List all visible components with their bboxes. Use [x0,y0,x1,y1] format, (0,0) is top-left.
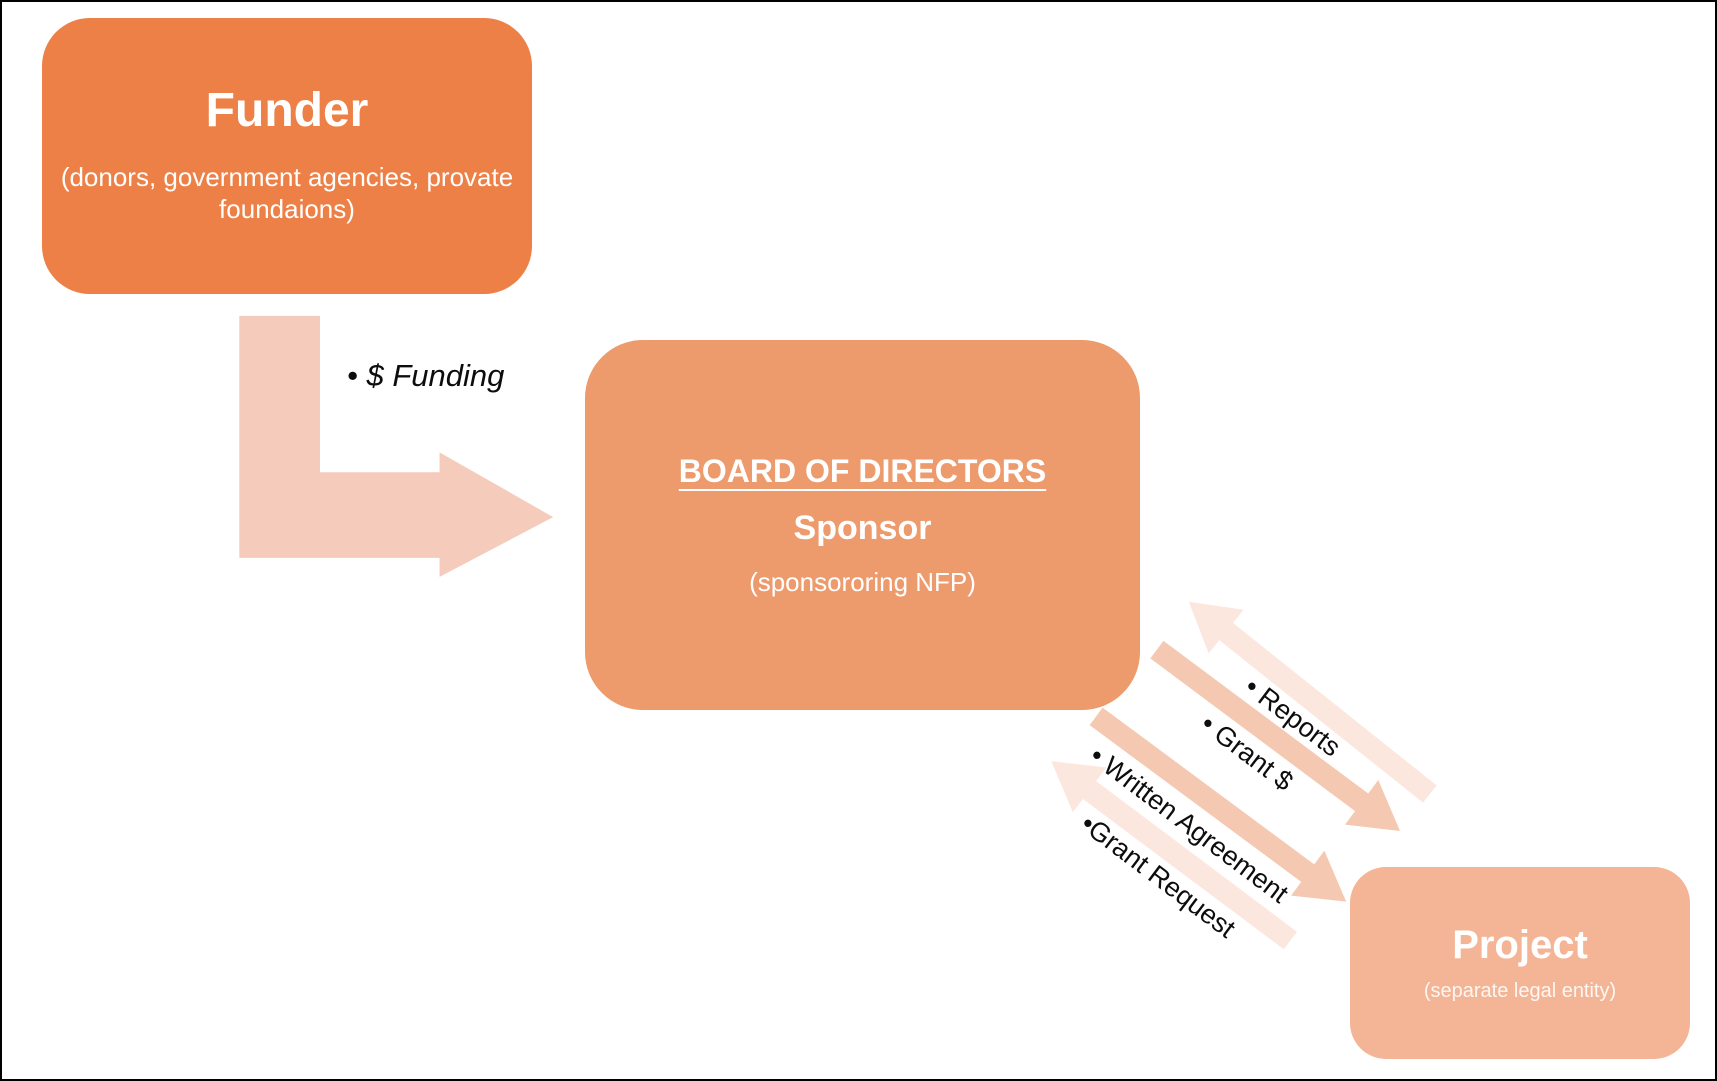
sponsor-box: BOARD OF DIRECTORS Sponsor (sponsororing… [585,340,1140,710]
sponsor-heading: BOARD OF DIRECTORS [678,453,1047,489]
project-box: Project (separate legal entity) [1350,867,1690,1059]
project-title: Project [1452,923,1588,967]
sponsor-title: Sponsor [793,509,932,547]
funder-subtitle: (donors, government agencies, provate fo… [60,161,514,225]
funder-title: Funder [205,83,369,137]
funding-arrow-label: • $ Funding [347,358,505,393]
written-agreement-arrow [1089,707,1347,902]
funding-elbow-arrow [239,315,554,577]
project-subtitle: (separate legal entity) [1423,980,1617,1002]
sponsor-note: (sponsororing NFP) [749,567,976,597]
grant-money-arrow [1150,640,1400,831]
funder-box: Funder (donors, government agencies, pro… [42,18,532,294]
grant-request-arrow [1051,761,1297,950]
reports-arrow [1188,601,1437,803]
